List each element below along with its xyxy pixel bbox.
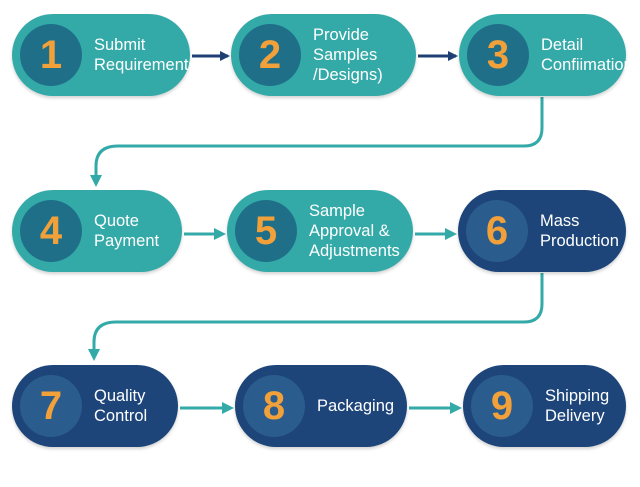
step-label: Provide Samples /Designs) — [313, 26, 383, 84]
arrow-6-to-7 — [88, 273, 544, 361]
step-6-mass-production: 6 Mass Production — [458, 190, 626, 272]
step-3-detail-confirmation: 3 Detail Confiimation — [459, 14, 633, 96]
step-label: Sample Approval & Adjustments — [309, 202, 400, 260]
step-5-sample-approval: 5 Sample Approval & Adjustments — [227, 190, 413, 272]
step-label: Quality Control — [94, 387, 148, 425]
step-number-badge: 8 — [243, 375, 305, 437]
step-number-badge: 5 — [235, 200, 297, 262]
step-7-quality-control: 7 Quality Control — [12, 365, 178, 447]
step-number-badge: 6 — [466, 200, 528, 262]
step-number-badge: 4 — [20, 200, 82, 262]
step-label: Quote Payment — [94, 212, 160, 250]
step-label: Mass Production — [540, 212, 619, 250]
step-2-provide-samples: 2 Provide Samples /Designs) — [231, 14, 416, 96]
step-4-quote-payment: 4 Quote Payment — [12, 190, 182, 272]
step-number-badge: 9 — [471, 375, 533, 437]
step-label: Submit Requirements — [94, 36, 197, 74]
step-number-badge: 2 — [239, 24, 301, 86]
step-label: Detail Confiimation — [541, 36, 633, 74]
arrow-3-to-4 — [90, 97, 544, 187]
step-number-badge: 1 — [20, 24, 82, 86]
step-number-badge: 7 — [20, 375, 82, 437]
step-1-submit-requirements: 1 Submit Requirements — [12, 14, 197, 96]
step-9-shipping-delivery: 9 Shipping Delivery — [463, 365, 626, 447]
step-number-badge: 3 — [467, 24, 529, 86]
step-8-packaging: 8 Packaging — [235, 365, 407, 447]
step-label: Packaging — [317, 397, 395, 415]
step-label: Shipping Delivery — [545, 387, 610, 425]
